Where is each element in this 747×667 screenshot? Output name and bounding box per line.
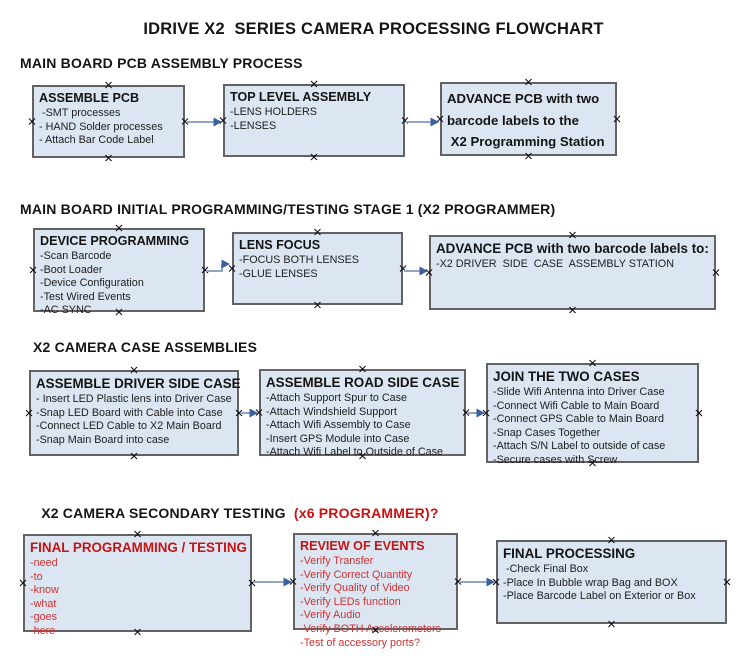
box-item-line: -Scan Barcode (40, 250, 112, 262)
connector-arrowhead-icon (249, 408, 258, 418)
connector-arrowhead-icon (213, 117, 222, 127)
flowchart-box-assemble-driver-side-case[interactable]: ASSEMBLE DRIVER SIDE CASE - Insert LED P… (29, 370, 241, 456)
box-item-line: -Place In Bubble wrap Bag and BOX (503, 576, 678, 589)
box-item-line: -Connect Wifi Cable to Main Board (493, 399, 660, 412)
box-item-line: - HAND Solder processes (39, 120, 163, 133)
section-heading-case-assemblies: X2 CAMERA CASE ASSEMBLIES (33, 339, 258, 355)
box-item-line: -goes (30, 611, 58, 624)
box-item-list: -Scan Barcode-Boot Loader-Device Configu… (40, 250, 199, 318)
box-item-list: -Check Final Box-Place In Bubble wrap Ba… (503, 563, 721, 604)
box-item-line: -Verify Transfer (300, 555, 374, 567)
box-item-line: -SMT processes (39, 107, 121, 119)
section-heading-initial-programming: MAIN BOARD INITIAL PROGRAMMING/TESTING S… (20, 201, 556, 217)
box-item-line: -Attach S/N Label to outside of case (493, 440, 666, 453)
box-title-multiline: ADVANCE PCB with two barcode labels to th… (447, 88, 611, 153)
box-item-list: -SMT processes- HAND Solder processes- A… (39, 107, 179, 148)
connector-arrowhead-icon (221, 259, 230, 269)
flowchart-box-lens-focus[interactable]: LENS FOCUS -FOCUS BOTH LENSES-GLUE LENSE… (232, 232, 403, 305)
box-item-list: -X2 DRIVER SIDE CASE ASSEMBLY STATION (436, 258, 710, 272)
connector-arrowhead-icon (486, 577, 495, 587)
box-item-line: -Attach Windshield Support (266, 405, 397, 418)
flowchart-box-final-processing[interactable]: FINAL PROCESSING -Check Final Box-Place … (496, 540, 727, 624)
flowchart-box-advance-pcb-programming-station[interactable]: ADVANCE PCB with two barcode labels to th… (440, 82, 617, 156)
box-title: FINAL PROGRAMMING / TESTING (30, 540, 247, 555)
box-item-list: -Verify Transfer-Verify Correct Quantity… (300, 555, 452, 650)
box-item-line: ADVANCE PCB with two (447, 91, 600, 106)
box-item-line: -Attach Wifi Label to Outside of Case (266, 446, 444, 459)
box-item-line: X2 Programming Station (447, 134, 605, 149)
box-title: REVIEW OF EVENTS (300, 539, 425, 553)
connector-arrowhead-icon (476, 408, 485, 418)
box-item-list: -Slide Wifi Antenna into Driver Case-Con… (493, 386, 693, 468)
section-heading-secondary-testing: X2 CAMERA SECONDARY TESTING (x6 PROGRAMM… (33, 489, 439, 521)
box-item-line: -Boot Loader (40, 263, 103, 276)
box-title: ADVANCE PCB with two barcode labels to: (436, 241, 709, 256)
box-item-line: -Place Barcode Label on Exterior or Box (503, 590, 696, 603)
box-item-line: -Snap Main Board into case (36, 433, 170, 446)
box-item-line: - Attach Bar Code Label (39, 134, 154, 147)
box-item-list: -LENS HOLDERS-LENSES (230, 106, 399, 133)
flowchart-box-join-the-two-cases[interactable]: JOIN THE TWO CASES -Slide Wifi Antenna i… (486, 363, 699, 466)
connector-arrowhead-icon (283, 577, 292, 587)
box-item-line: -Slide Wifi Antenna into Driver Case (493, 386, 665, 398)
box-title: TOP LEVEL ASSEMBLY (230, 90, 372, 104)
box-item-line: -LENSES (230, 119, 277, 132)
box-item-line: -Test of accessory ports? (300, 636, 421, 649)
box-title: JOIN THE TWO CASES (493, 369, 640, 384)
box-item-line: -to (30, 570, 43, 583)
box-item-line: -LENS HOLDERS (230, 106, 317, 118)
box-title: LENS FOCUS (239, 238, 321, 252)
box-item-line: -need (30, 557, 58, 569)
flowchart-box-final-programming-testing[interactable]: FINAL PROGRAMMING / TESTING -need-to-kno… (23, 534, 252, 637)
flowchart-box-assemble-road-side-case[interactable]: ASSEMBLE ROAD SIDE CASE -Attach Support … (259, 369, 466, 458)
box-item-line: -X2 DRIVER SIDE CASE ASSEMBLY STATION (436, 258, 674, 270)
box-item-line: -Snap LED Board with Cable into Case (36, 406, 223, 419)
section-heading-secondary-testing-black: X2 CAMERA SECONDARY TESTING (41, 505, 290, 521)
box-title: FINAL PROCESSING (503, 546, 636, 561)
box-item-list: - Insert LED Plastic lens into Driver Ca… (36, 393, 233, 447)
box-title: DEVICE PROGRAMMING (40, 234, 190, 248)
section-heading-secondary-testing-red: (x6 PROGRAMMER)? (289, 505, 439, 521)
box-item-line: -Insert GPS Module into Case (266, 432, 410, 445)
box-item-line: -what (30, 597, 57, 610)
box-item-line: -know (30, 584, 59, 597)
box-item-line: -here (30, 624, 56, 637)
box-item-line: -Verify Correct Quantity (300, 568, 413, 581)
flowchart-box-advance-pcb-driver-side[interactable]: ADVANCE PCB with two barcode labels to: … (429, 235, 716, 310)
box-item-line: -Verify Quality of Video (300, 582, 410, 595)
flowchart-box-device-programming[interactable]: DEVICE PROGRAMMING -Scan Barcode-Boot Lo… (33, 228, 205, 316)
box-title: ASSEMBLE PCB (39, 91, 140, 105)
box-item-line: -Attach Support Spur to Case (266, 392, 408, 404)
box-item-list: -need-to-know-what-goes-here (30, 557, 246, 639)
box-item-line: -Snap Cases Together (493, 426, 601, 439)
box-item-line: -AC SYNC (40, 304, 92, 317)
flowchart-box-top-level-assembly[interactable]: TOP LEVEL ASSEMBLY -LENS HOLDERS-LENSES (223, 84, 405, 157)
box-item-list: -Attach Support Spur to Case-Attach Wind… (266, 392, 460, 460)
box-item-line: -Connect GPS Cable to Main Board (493, 413, 665, 426)
box-item-line: barcode labels to the (447, 112, 579, 128)
page-title: IDRIVE X2 SERIES CAMERA PROCESSING FLOWC… (143, 20, 604, 38)
box-item-line: -Verify LEDs function (300, 595, 401, 608)
box-item-line: -Verify BOTH Accelerometers (300, 622, 441, 635)
box-item-line: -Attach Wifi Assembly to Case (266, 419, 411, 432)
box-title: ASSEMBLE ROAD SIDE CASE (266, 375, 460, 390)
box-item-line: -Verify Audio (300, 609, 361, 622)
box-item-line: - Insert LED Plastic lens into Driver Ca… (36, 393, 232, 405)
box-item-line: -Check Final Box (503, 563, 589, 575)
box-item-line: -Test Wired Events (40, 290, 131, 303)
connector-arrowhead-icon (419, 266, 428, 276)
box-item-line: -GLUE LENSES (239, 267, 318, 280)
box-item-list: -FOCUS BOTH LENSES-GLUE LENSES (239, 254, 397, 281)
box-title: ASSEMBLE DRIVER SIDE CASE (36, 376, 241, 391)
box-item-line: -Device Configuration (40, 277, 144, 290)
flowchart-box-assemble-pcb[interactable]: ASSEMBLE PCB -SMT processes- HAND Solder… (32, 85, 185, 158)
connector-arrowhead-icon (430, 117, 439, 127)
section-heading-pcb-assembly: MAIN BOARD PCB ASSEMBLY PROCESS (20, 55, 303, 71)
box-item-line: -FOCUS BOTH LENSES (239, 254, 359, 266)
connector-arrow-line[interactable] (206, 264, 223, 272)
box-item-line: -Connect LED Cable to X2 Main Board (36, 420, 222, 433)
box-item-line: -Secure cases with Screw (493, 453, 618, 466)
flowchart-box-review-of-events[interactable]: REVIEW OF EVENTS -Verify Transfer-Verify… (293, 533, 458, 649)
